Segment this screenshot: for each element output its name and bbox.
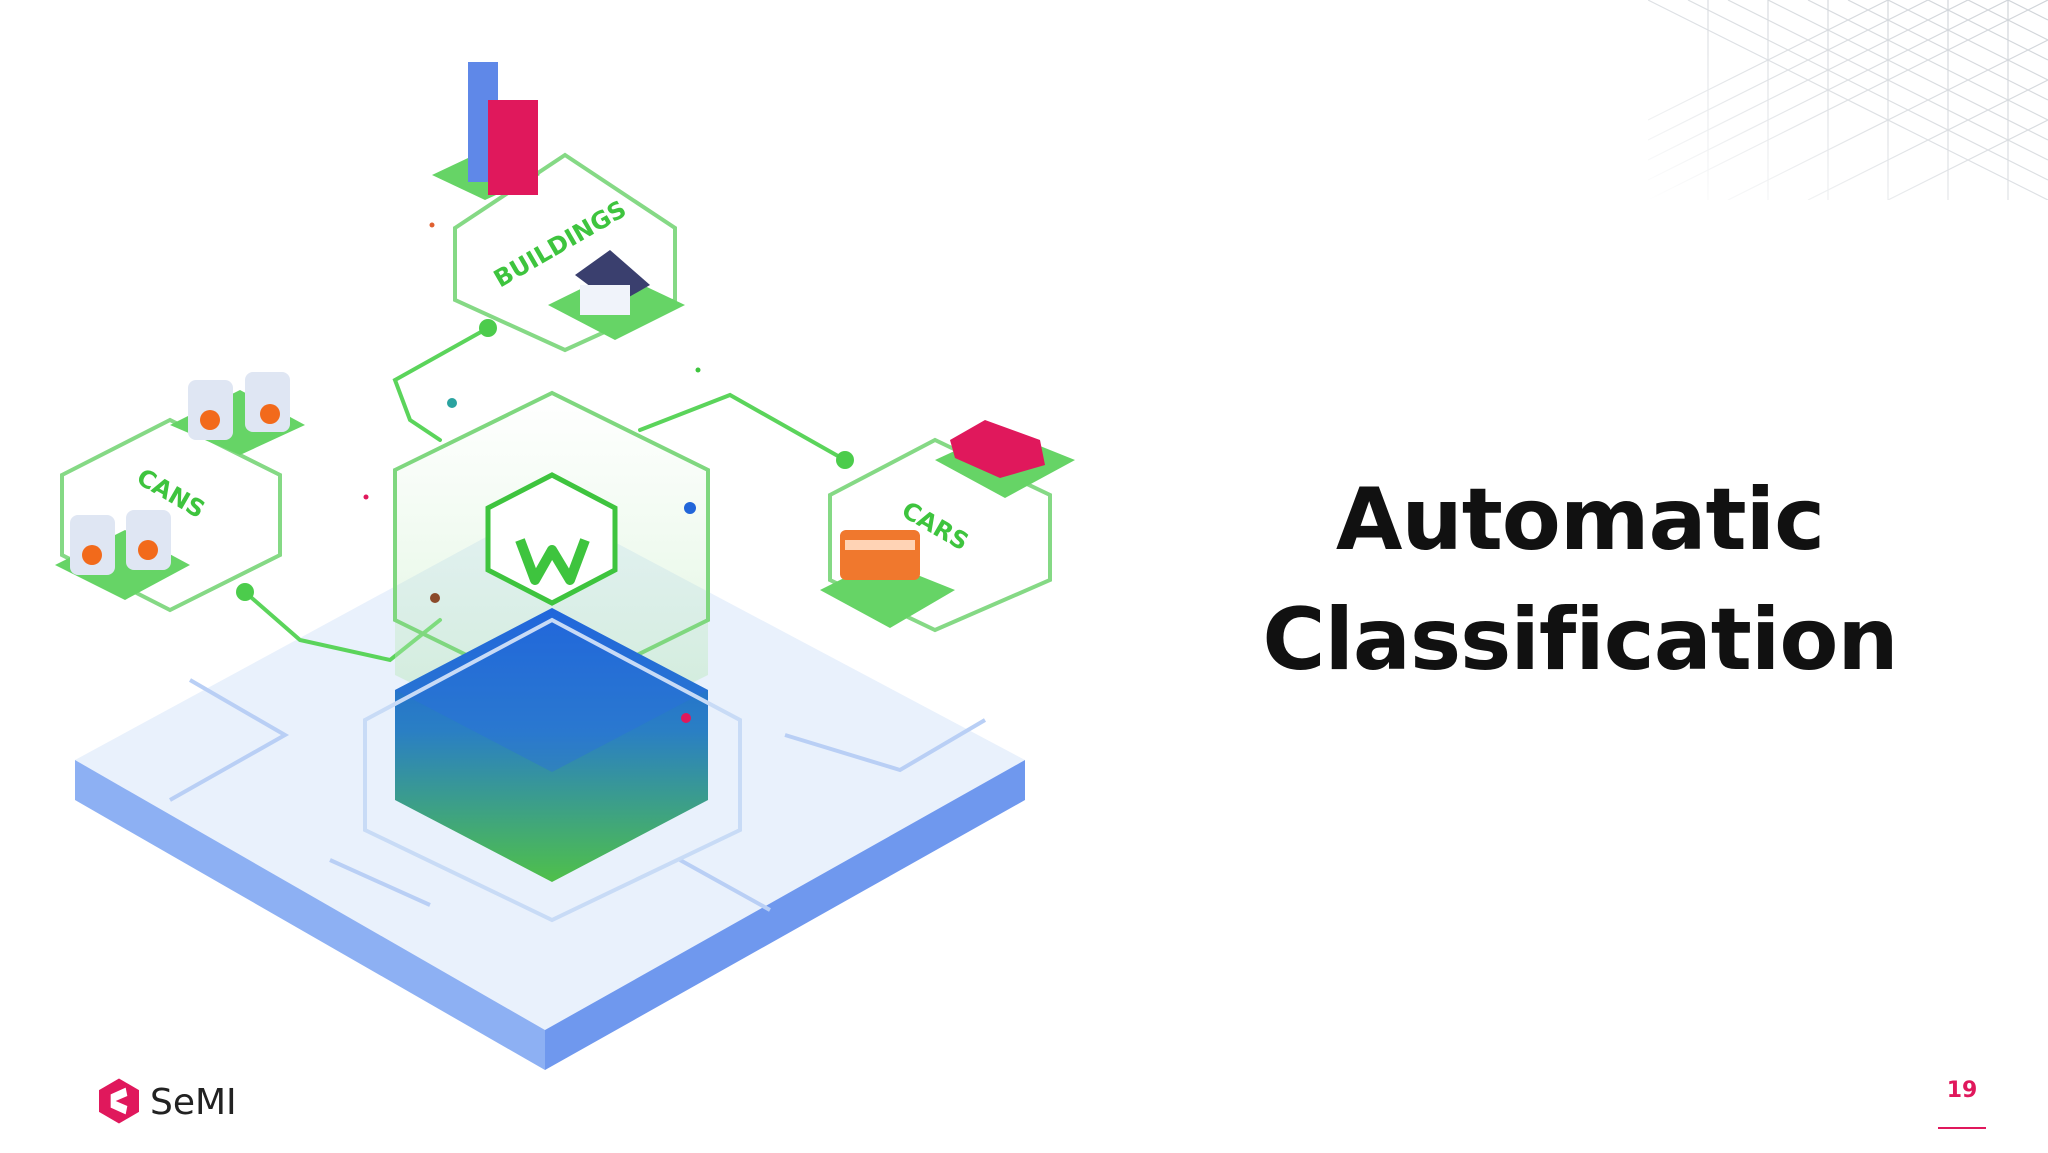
classification-illustration: BUILDINGS CANS CARS [55, 62, 1075, 1070]
buildings-card [432, 62, 685, 353]
title-line-2: Classification [1262, 590, 1898, 690]
logo-text: SeMI [150, 1082, 237, 1123]
slide-title: Automatic Classification [1230, 460, 1930, 700]
page-number-underline [1938, 1127, 1986, 1129]
triangle-pattern-decoration [1648, 0, 2048, 200]
title-line-1: Automatic [1335, 470, 1825, 570]
cars-card [820, 420, 1075, 633]
page-number: 19 [1946, 1078, 1978, 1103]
semi-logo-icon [99, 1078, 139, 1124]
central-cube [363, 390, 742, 923]
cans-card [55, 372, 305, 613]
